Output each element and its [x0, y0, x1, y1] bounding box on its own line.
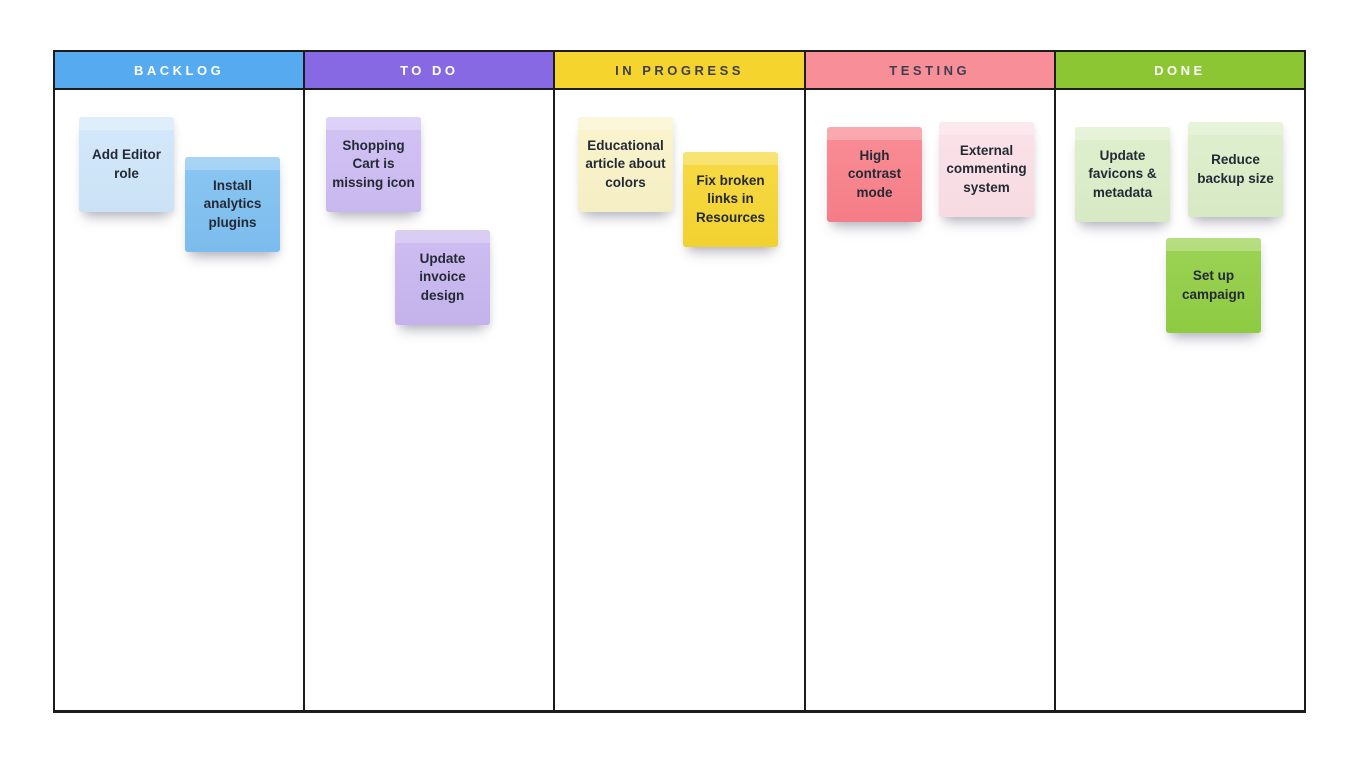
- column-header-label: IN PROGRESS: [615, 62, 744, 78]
- sticky-note-text: Reduce backup size: [1197, 151, 1274, 186]
- sticky-note-text: Add Editor role: [92, 146, 161, 181]
- sticky-note[interactable]: External commenting system: [939, 122, 1034, 217]
- column-header-label: BACKLOG: [133, 62, 225, 78]
- sticky-note-text: Install analytics plugins: [203, 177, 262, 230]
- sticky-note[interactable]: Update invoice design: [395, 230, 490, 325]
- sticky-note-text: Fix broken links in Resources: [695, 172, 766, 225]
- sticky-note[interactable]: Fix broken links in Resources: [683, 152, 778, 247]
- sticky-note[interactable]: Reduce backup size: [1188, 122, 1283, 217]
- sticky-note[interactable]: Set up campaign: [1166, 238, 1261, 333]
- column-header-backlog: BACKLOG: [55, 52, 304, 90]
- sticky-note[interactable]: Educational article about colors: [578, 117, 673, 212]
- column-header-label: DONE: [1154, 62, 1206, 78]
- column-header-todo: TO DO: [305, 52, 554, 90]
- sticky-note[interactable]: Update favicons & metadata: [1075, 127, 1170, 222]
- sticky-note[interactable]: High contrast mode: [827, 127, 922, 222]
- sticky-note-text: Educational article about colors: [585, 137, 666, 190]
- column-header-done: DONE: [1055, 52, 1305, 90]
- sticky-note-text: Update favicons & metadata: [1088, 147, 1157, 200]
- column-header-label: TESTING: [889, 62, 971, 78]
- sticky-note-text: Set up campaign: [1181, 267, 1246, 302]
- sticky-note[interactable]: Shopping Cart is missing icon: [326, 117, 421, 212]
- sticky-note-text: Update invoice design: [419, 250, 466, 303]
- column-header-testing: TESTING: [805, 52, 1054, 90]
- column-header-in-progress: IN PROGRESS: [555, 52, 804, 90]
- sticky-note-text: External commenting system: [946, 142, 1027, 195]
- sticky-note[interactable]: Add Editor role: [79, 117, 174, 212]
- sticky-note-text: Shopping Cart is missing icon: [332, 137, 415, 190]
- sticky-note[interactable]: Install analytics plugins: [185, 157, 280, 252]
- column-header-label: TO DO: [400, 62, 459, 78]
- sticky-note-text: High contrast mode: [847, 147, 902, 200]
